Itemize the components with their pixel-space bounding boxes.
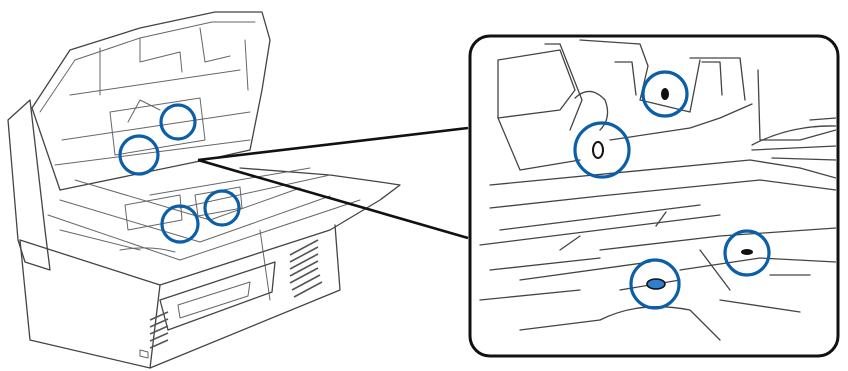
callout-pointer (198, 128, 468, 238)
overview-highlight-circle-2 (120, 136, 158, 174)
overview-highlight-circle-4 (205, 191, 239, 225)
roller-dot-top-right (661, 88, 669, 100)
open-lid (32, 12, 270, 190)
overview-highlights (120, 105, 239, 242)
scanner-overview (8, 12, 400, 368)
inner-roller-area (60, 187, 242, 252)
side-vents (150, 240, 322, 348)
overview-highlight-circle-1 (161, 105, 195, 139)
zoomed-callout (470, 36, 838, 356)
roller-dot-lower-left (647, 279, 665, 289)
roller-dot-lower-right (741, 249, 753, 255)
roller-dot-left (593, 142, 603, 158)
